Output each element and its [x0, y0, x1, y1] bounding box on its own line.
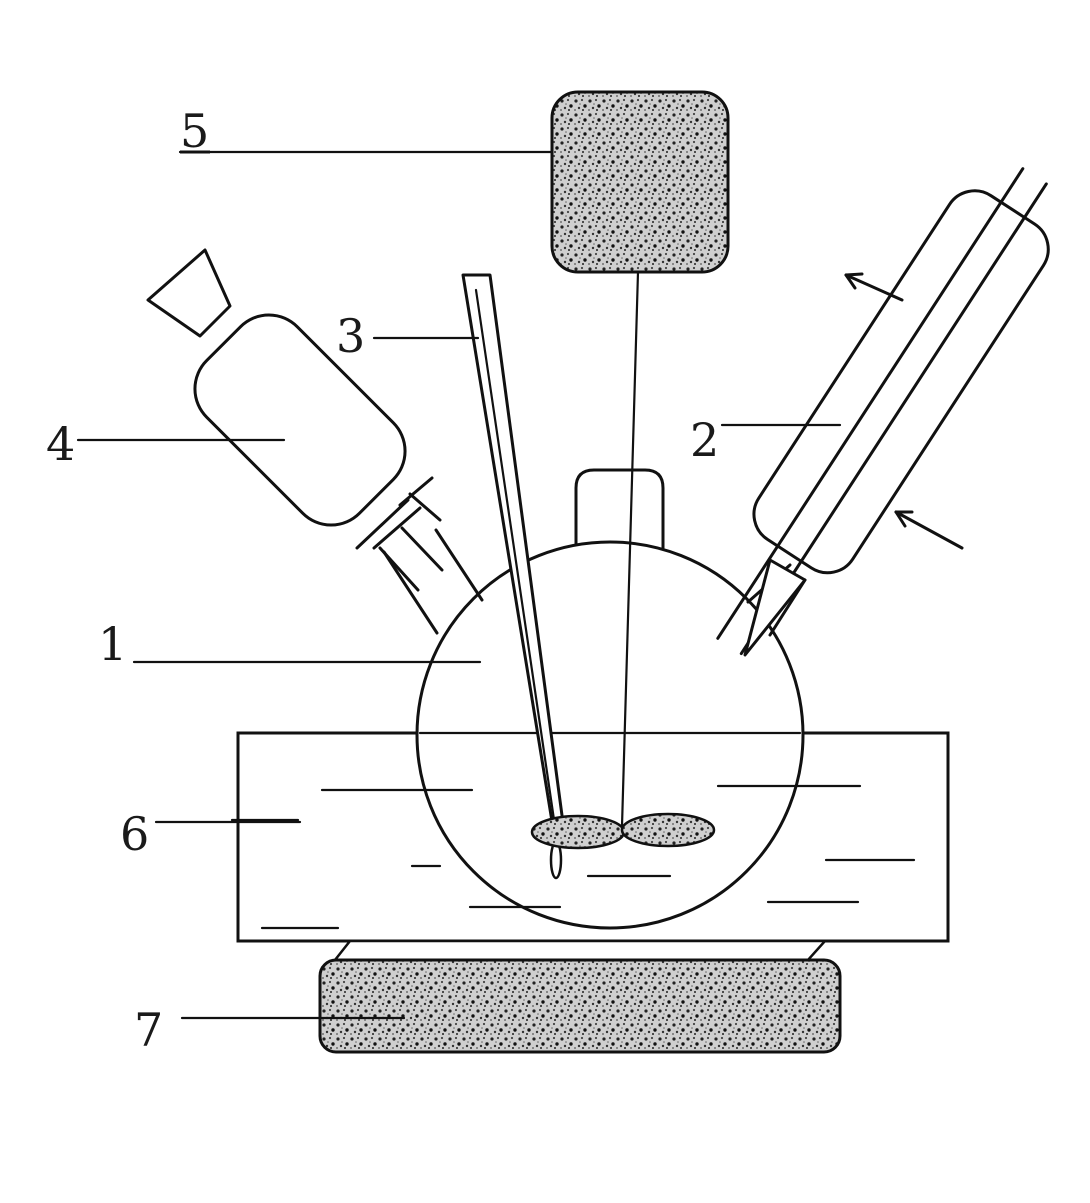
heater-plate	[318, 939, 842, 1054]
label-water-bath: 6	[120, 807, 149, 861]
label-heater: 7	[134, 1003, 163, 1057]
stirrer-motor	[550, 90, 730, 274]
reflux-condenser	[716, 167, 1050, 657]
stirrer-paddle	[530, 812, 716, 850]
water-inlet-arrow	[894, 510, 964, 550]
dropping-funnel	[146, 248, 444, 592]
leader-lines	[76, 150, 842, 1020]
label-stirrer-motor: 5	[180, 104, 209, 158]
label-condenser: 2	[690, 413, 719, 467]
label-dropping-funnel: 4	[46, 417, 75, 471]
label-thermometer: 3	[336, 309, 365, 363]
stirrer-shaft	[620, 270, 640, 828]
label-flask: 1	[98, 617, 127, 671]
water-surface-marks	[230, 784, 916, 930]
water-outlet-arrow	[844, 272, 904, 302]
